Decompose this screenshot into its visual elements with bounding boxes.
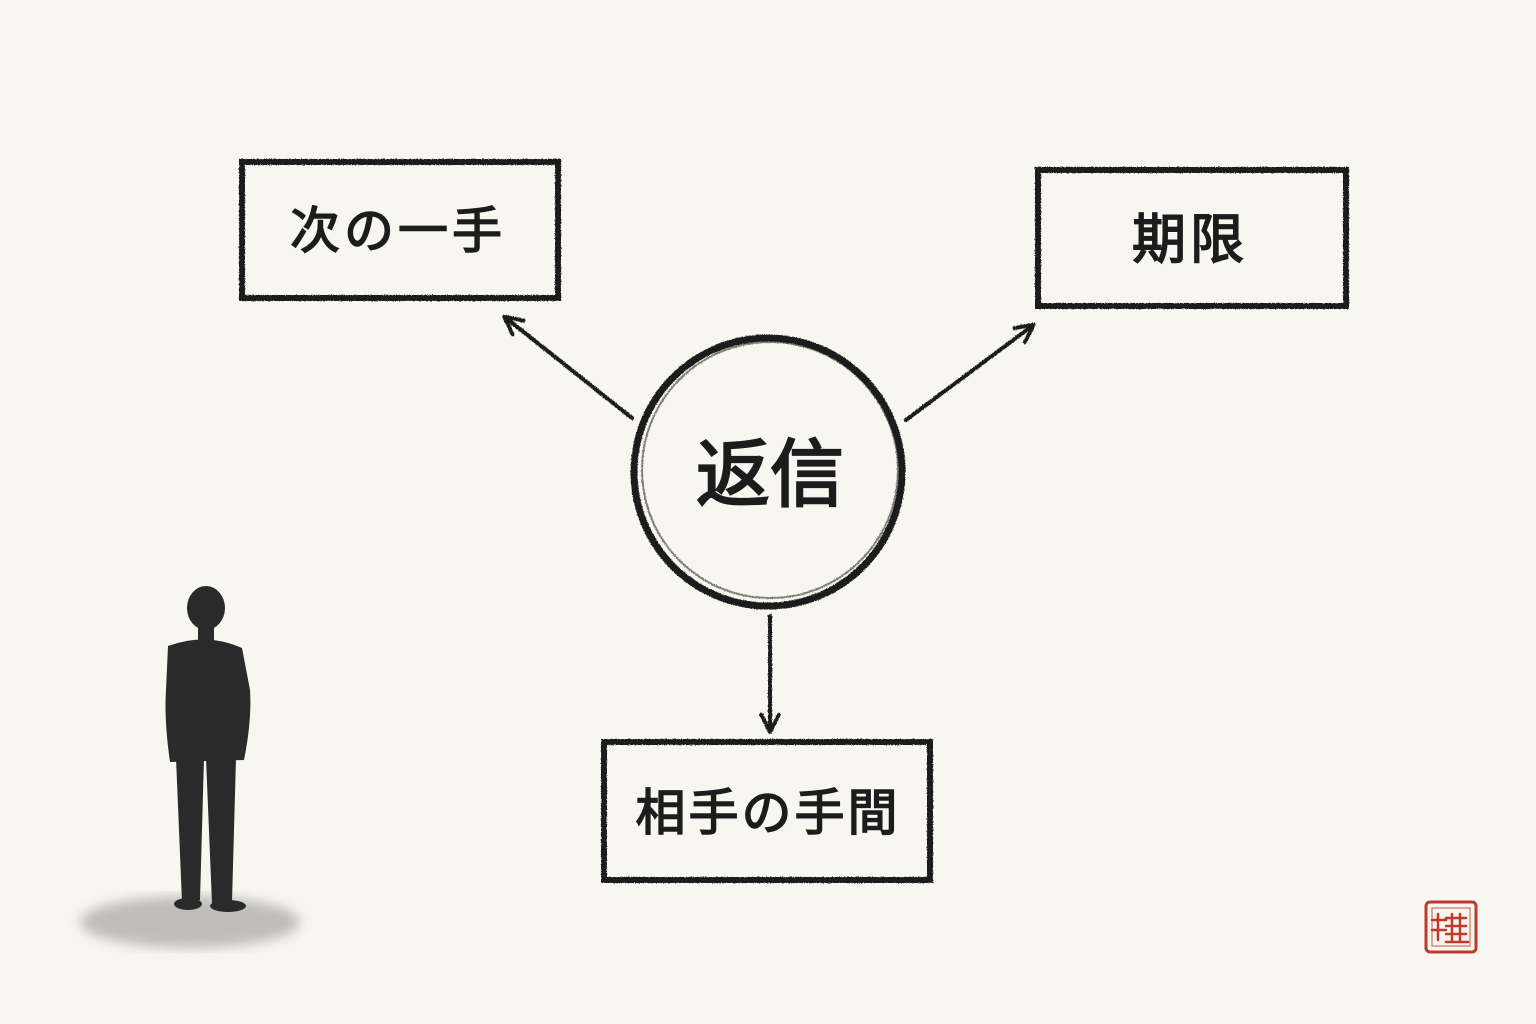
red-seal-stamp	[1424, 900, 1478, 954]
node-next-move-label: 次の一手	[290, 201, 506, 260]
node-other-effort-label: 相手の手間	[636, 783, 901, 842]
center-node: 返信	[630, 334, 906, 610]
arrow-to-next-move	[502, 314, 634, 420]
arrows	[502, 314, 1036, 735]
node-next-move: 次の一手	[239, 159, 561, 301]
node-other-effort: 相手の手間	[601, 739, 933, 883]
arrow-to-deadline	[904, 322, 1036, 422]
person-silhouette	[80, 586, 300, 948]
node-deadline-label: 期限	[1132, 207, 1248, 271]
node-deadline: 期限	[1035, 167, 1349, 309]
center-node-label: 返信	[696, 432, 844, 518]
